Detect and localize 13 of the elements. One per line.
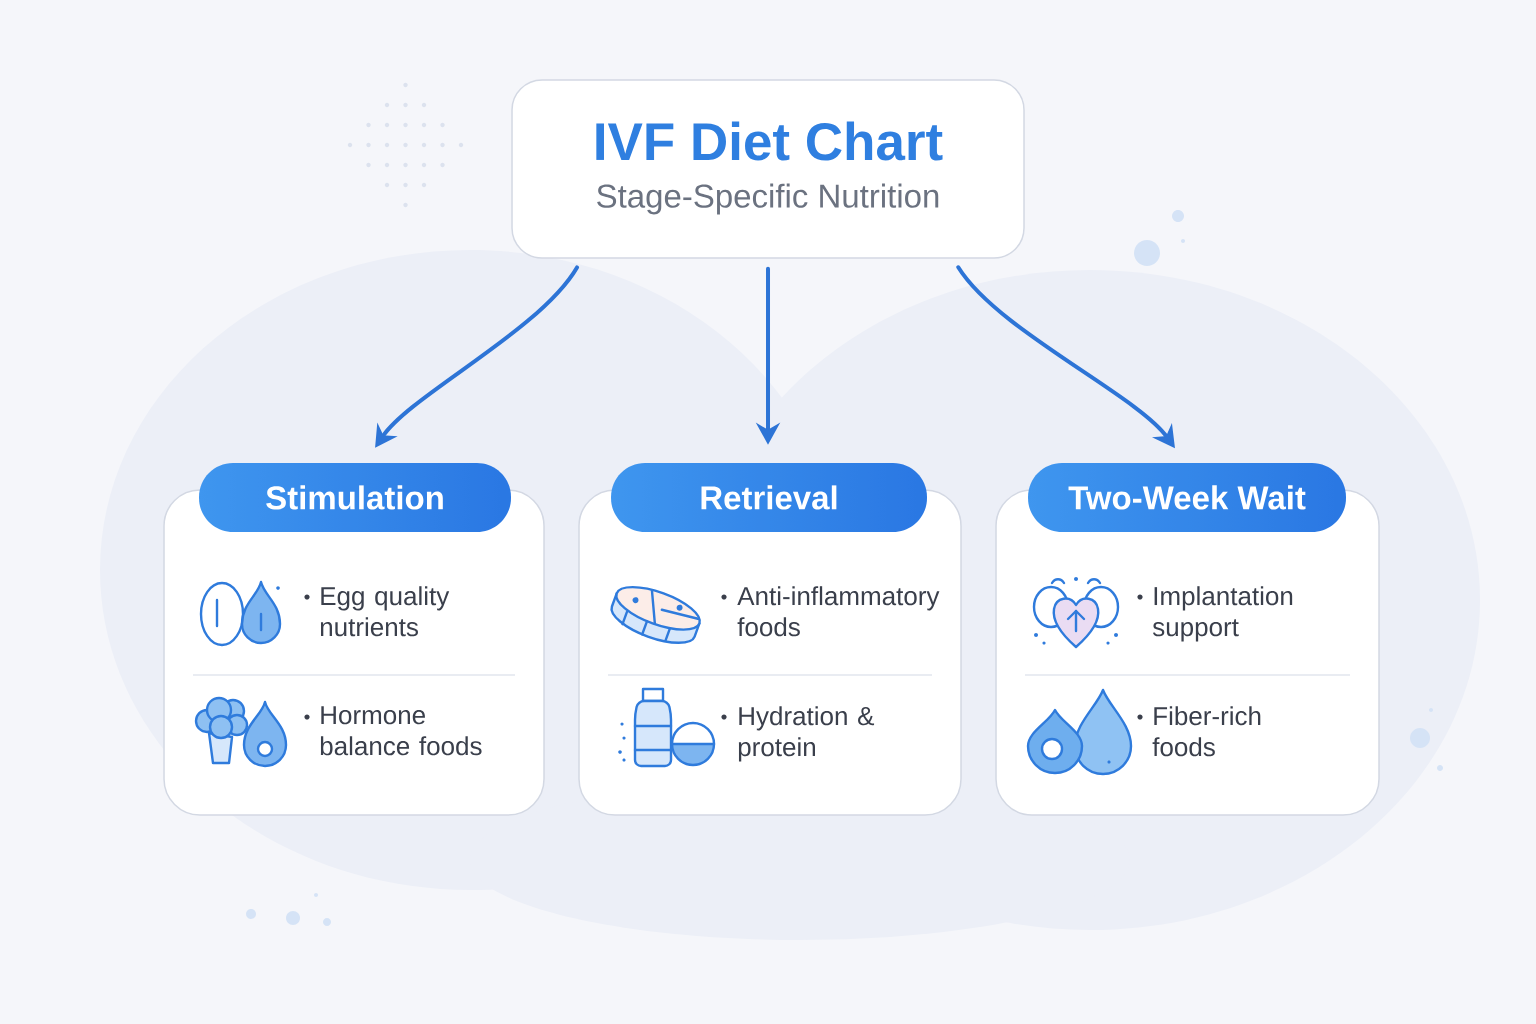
list-item: Hormone balance foods bbox=[320, 706, 482, 756]
list-item: Anti-inflammatory foods bbox=[737, 586, 940, 637]
list-item: Implantation support bbox=[1152, 586, 1293, 642]
title-box bbox=[511, 79, 1025, 259]
list-item: Hydration & protein bbox=[738, 706, 875, 762]
pill-header: Two-Week Wait bbox=[1068, 485, 1306, 510]
pill-header: Retrieval bbox=[701, 485, 837, 510]
title: IVF Diet Chart bbox=[596, 121, 943, 161]
list-item: Fiber-rich foods bbox=[1152, 706, 1261, 757]
pill-header: Stimulation bbox=[266, 485, 443, 510]
card bbox=[163, 463, 545, 816]
list-item: Egg quality nutrients bbox=[320, 586, 450, 637]
subtitle: Stage-Specific Nutrition bbox=[597, 183, 939, 215]
